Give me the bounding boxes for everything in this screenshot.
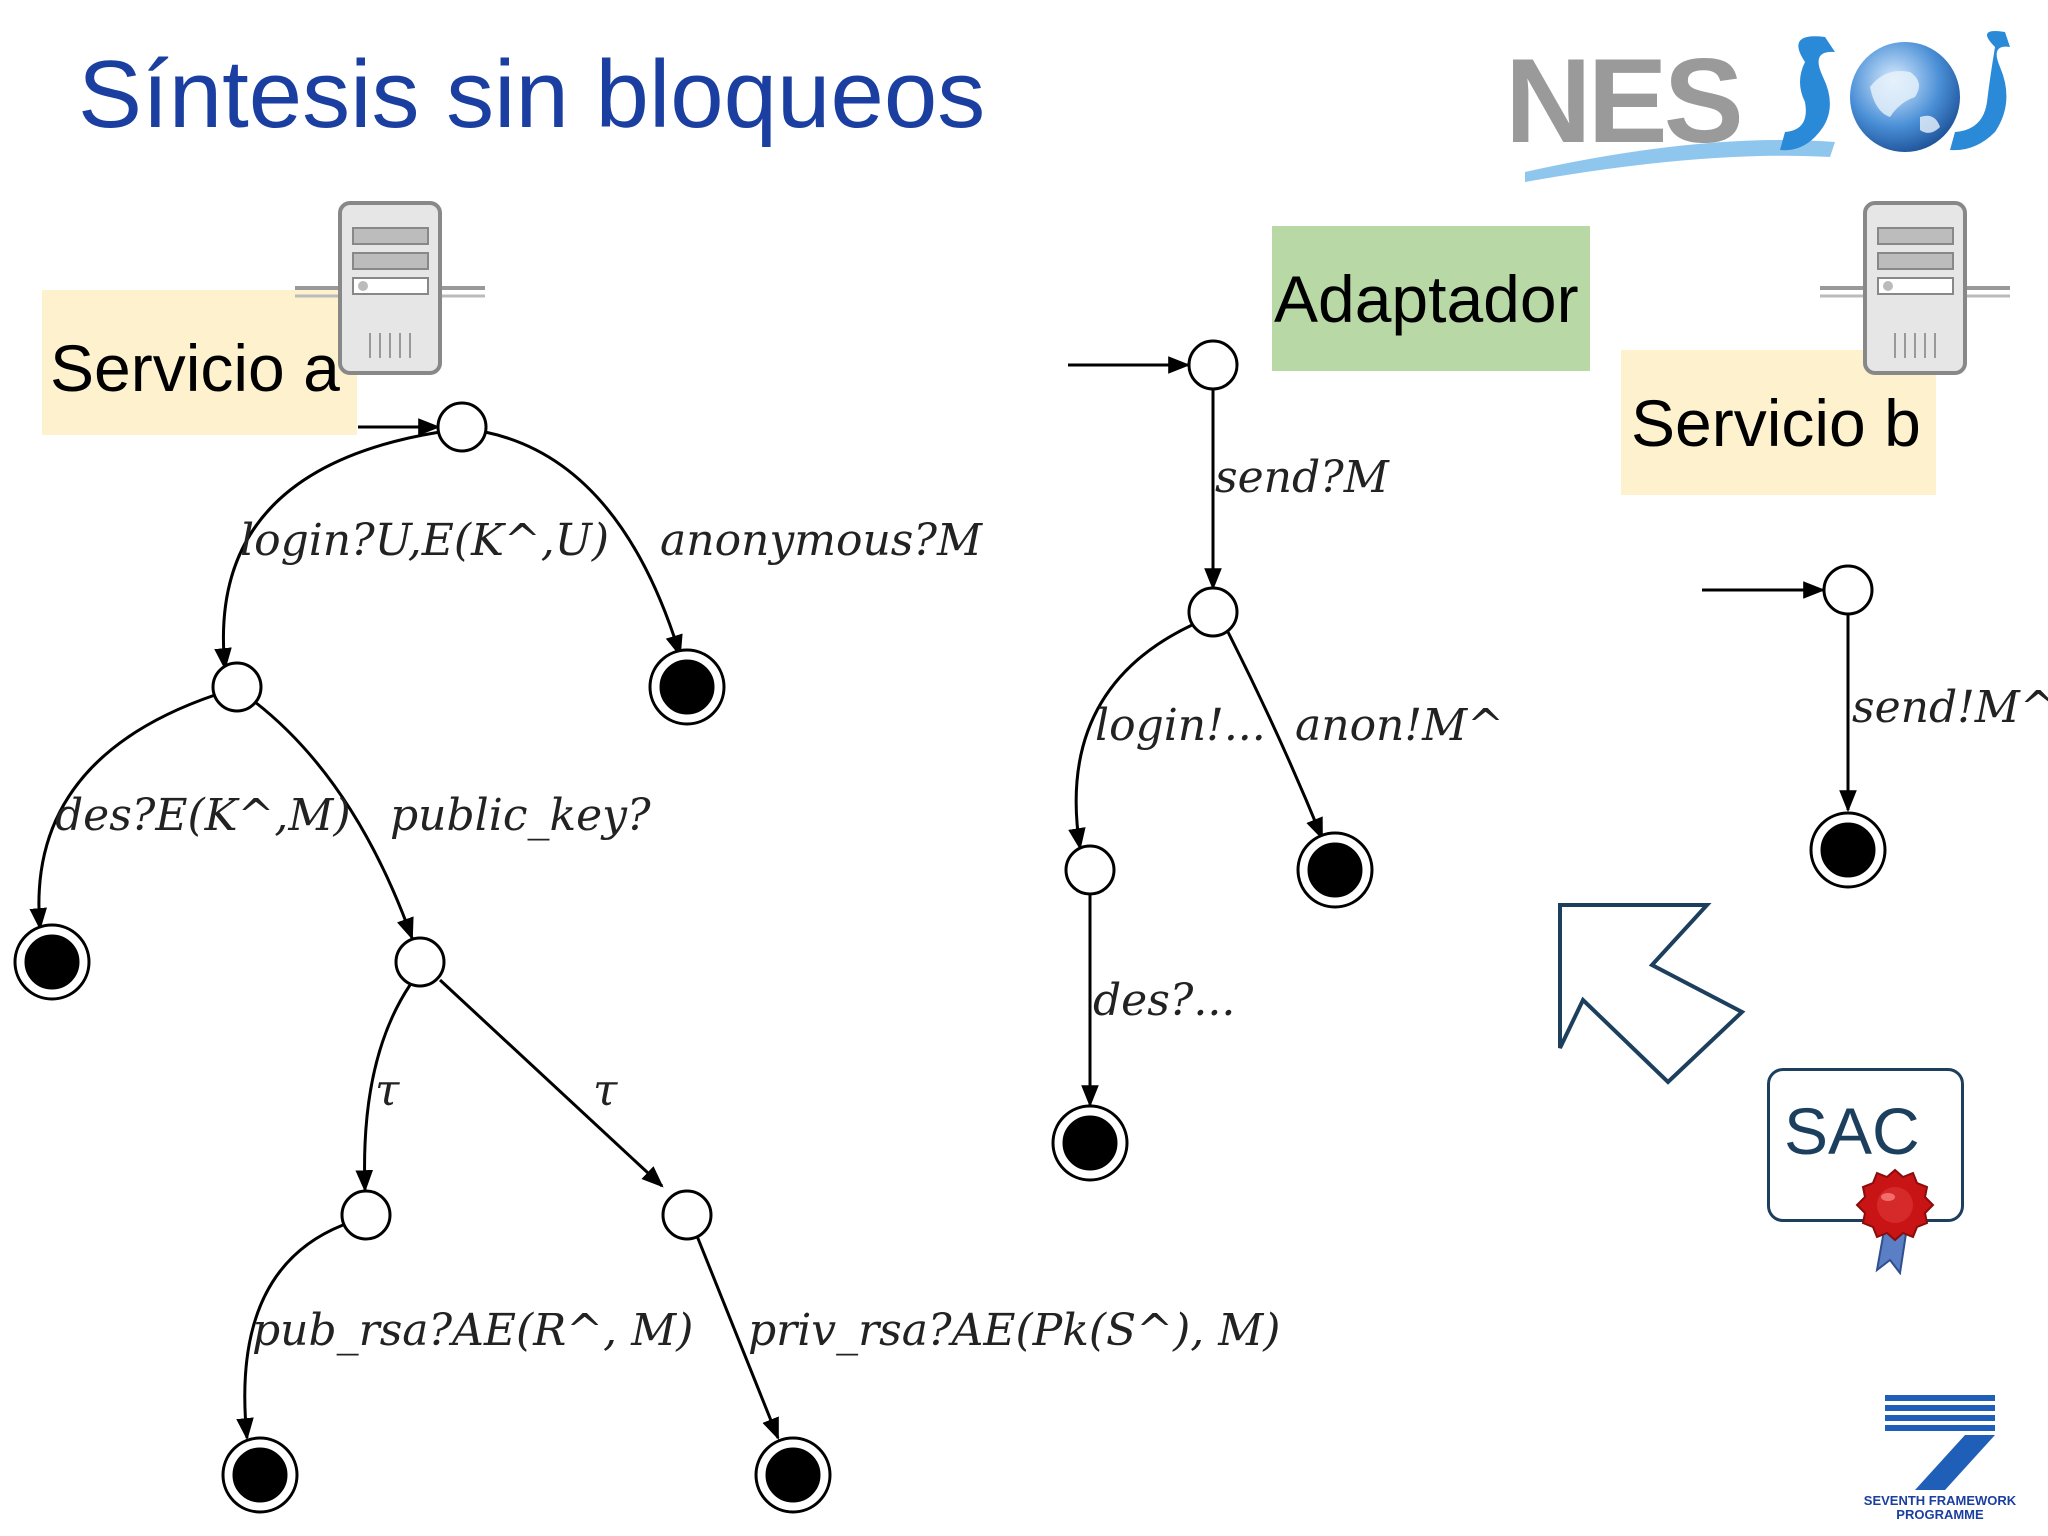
transition-edge: [695, 1235, 780, 1441]
transition-label: τ: [593, 1065, 618, 1116]
adapter-states: [1051, 339, 1374, 1182]
service-b-label: Servicio b: [1631, 386, 1921, 460]
state-node: [661, 1189, 713, 1241]
transition-label: login?U,E(K^,U): [240, 515, 609, 566]
nessos-swoosh: [1525, 31, 2010, 182]
adapter-label: Adaptador: [1274, 262, 1579, 336]
transition-edge: [438, 978, 664, 1188]
final-state-node: [754, 1436, 832, 1514]
nessos-logo: NES: [1505, 22, 2035, 182]
service-b-states: [1809, 564, 1887, 889]
transition-label: public_key?: [390, 790, 651, 841]
service-a-automaton: [29, 418, 780, 1441]
adapter-automaton: [1068, 356, 1324, 1108]
transition-edge: [355, 984, 412, 1193]
transition-label: des?...: [1093, 975, 1235, 1026]
service-a-label: Servicio a: [50, 331, 340, 405]
transition-label: send!M^: [1852, 682, 2048, 733]
state-node: [340, 1189, 392, 1241]
transition-edge: [254, 700, 414, 941]
transition-label: send?M: [1215, 452, 1390, 503]
adapter-transition-labels: send?M login!... anon!M^ des?...: [1093, 452, 1504, 1026]
transition-edge: [484, 430, 683, 658]
final-state-node: [13, 923, 91, 1001]
final-state-node: [1296, 831, 1374, 909]
server-icon: [1820, 201, 2010, 375]
state-node: [1187, 586, 1239, 638]
transition-edge: [1068, 623, 1193, 851]
transition-label: anonymous?M: [660, 515, 983, 566]
transition-label: anon!M^: [1295, 700, 1504, 751]
final-state-node: [1809, 811, 1887, 889]
service-a-transition-labels: login?U,E(K^,U) anonymous?M des?E(K^,M) …: [55, 515, 1280, 1356]
fp7-caption: SEVENTH FRAMEWORK PROGRAMME: [1863, 1493, 2017, 1522]
transition-label: priv_rsa?AE(Pk(S^), M): [748, 1305, 1280, 1356]
final-state-node: [648, 648, 726, 726]
transition-edge: [214, 430, 441, 671]
state-node: [436, 401, 488, 453]
globe-icon: [1850, 42, 1960, 152]
state-node: [1822, 564, 1874, 616]
adapter-box: Adaptador: [1272, 226, 1590, 371]
arrow-icon: [1558, 903, 1746, 1085]
server-icon: [295, 201, 485, 375]
sac-label: SAC: [1784, 1094, 1920, 1168]
seal-icon: [1855, 1168, 1935, 1275]
transition-label: pub_rsa?AE(R^, M): [252, 1305, 693, 1356]
final-state-node: [221, 1436, 299, 1514]
transition-label: τ: [375, 1065, 400, 1116]
transition-edge: [236, 1223, 344, 1441]
service-a-states: [13, 401, 832, 1514]
transition-label: login!...: [1095, 700, 1266, 751]
sac-badge: SAC: [1767, 1068, 1964, 1222]
slide-title: Síntesis sin bloqueos: [78, 41, 986, 148]
state-node: [1064, 844, 1116, 896]
transition-label: des?E(K^,M): [55, 790, 351, 841]
transition-edge: [1226, 631, 1324, 841]
state-node: [394, 936, 446, 988]
final-state-node: [1051, 1104, 1129, 1182]
service-a-box: Servicio a: [42, 290, 357, 435]
state-node: [211, 661, 263, 713]
fp7-logo: SEVENTH FRAMEWORK PROGRAMME: [1864, 1390, 2016, 1530]
transition-edge: [29, 693, 216, 931]
state-node: [1187, 339, 1239, 391]
service-b-transition-labels: send!M^: [1852, 682, 2048, 733]
service-b-automaton: [1702, 581, 1857, 813]
fp7-emblem: [1885, 1395, 1995, 1490]
